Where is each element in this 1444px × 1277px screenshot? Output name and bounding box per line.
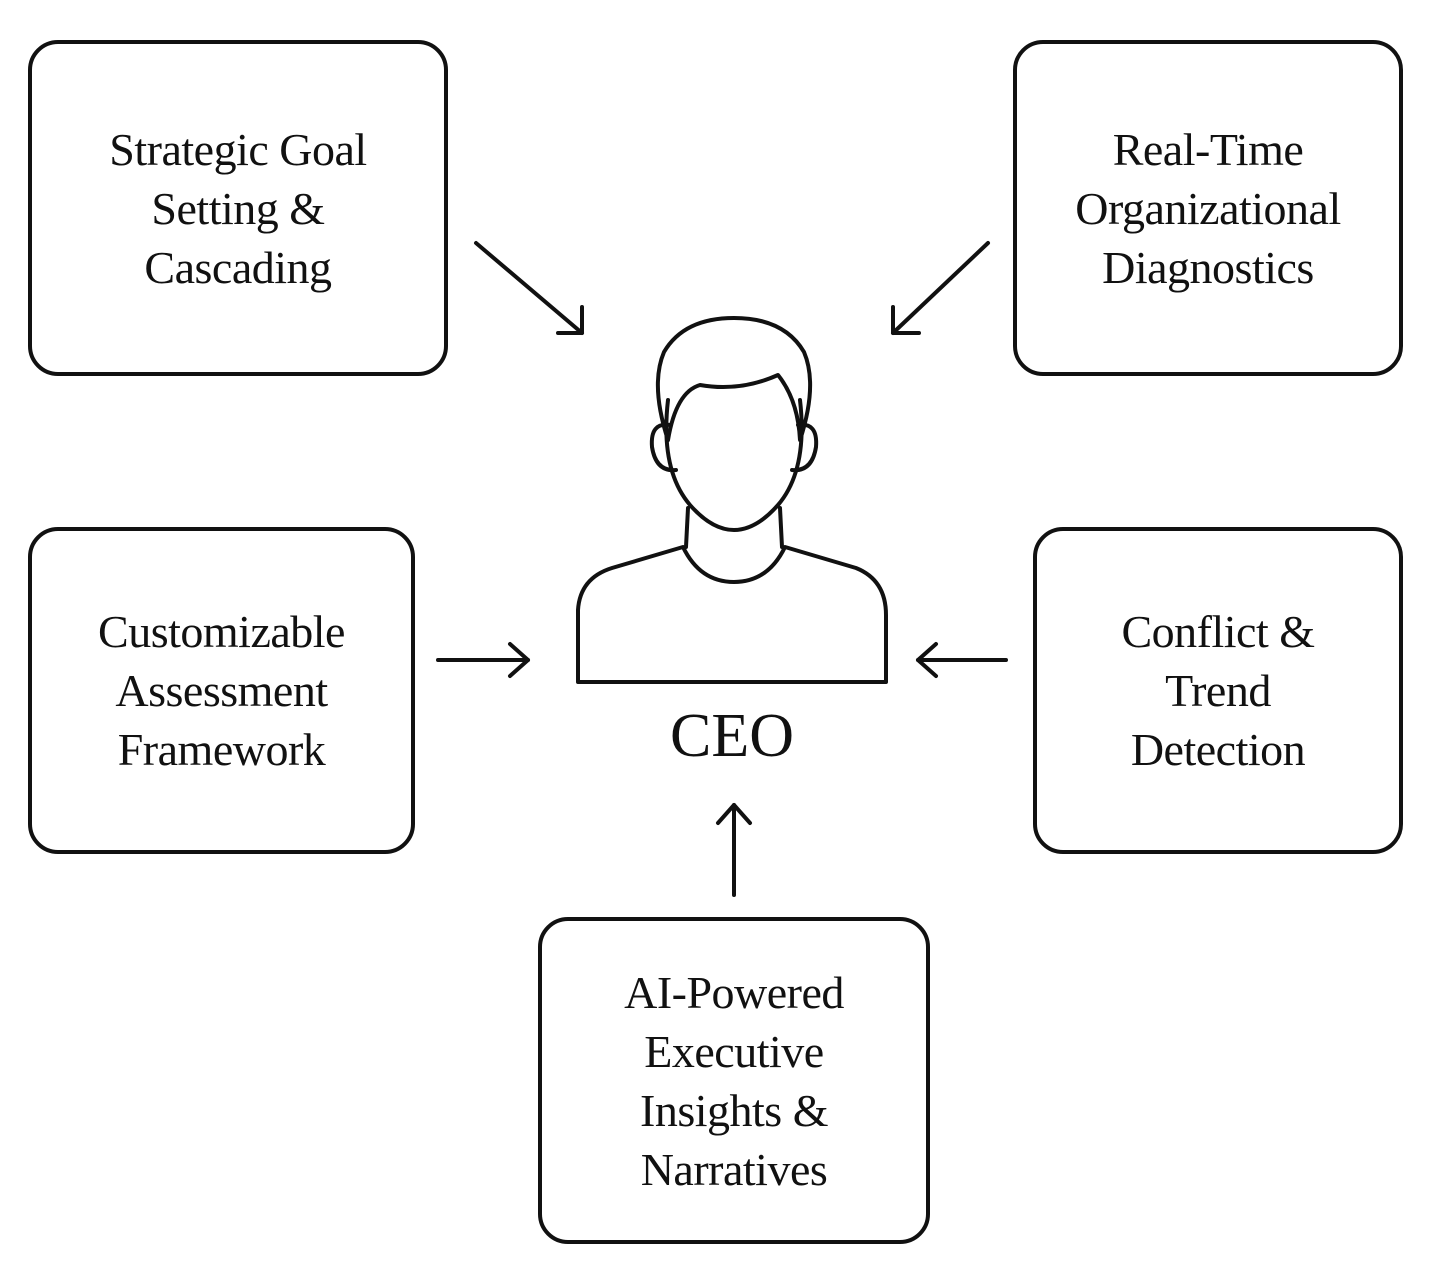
person-left-ear [649,422,678,473]
box-strategic-goal-setting: Strategic Goal Setting & Cascading [28,40,448,376]
box-line: Diagnostics [1102,241,1314,293]
box-ai-powered-insights: AI-Powered Executive Insights & Narrativ… [538,917,930,1244]
box-customizable-assessment: Customizable Assessment Framework [28,527,415,854]
arrow-diagnostics-to-ceo [891,241,990,335]
box-line: Framework [117,724,326,775]
box-line: AI-Powered [624,966,844,1018]
box-line: Executive [644,1025,824,1077]
box-line: Trend [1165,665,1271,716]
ceo-label: CEO [670,702,794,770]
person-icon [576,316,888,684]
person-neck [684,506,784,549]
box-text: AI-Powered Executive Insights & Narrativ… [624,963,844,1199]
arrow-conflict-to-ceo [916,642,1008,678]
arrow-assessment-to-ceo [436,642,530,678]
box-text: Customizable Assessment Framework [98,602,345,779]
person-right-ear [790,422,819,473]
box-line: Real-Time [1112,123,1304,175]
box-line: Insights & [640,1084,828,1136]
box-line: Organizational [1075,182,1341,234]
box-line: Strategic Goal [109,123,367,175]
box-line: Conflict & [1121,606,1315,657]
box-text: Conflict & Trend Detection [1121,602,1315,779]
box-line: Assessment [115,665,328,716]
arrow-goal-to-ceo [474,241,584,335]
box-line: Setting & [151,182,325,234]
box-line: Detection [1130,724,1306,775]
box-conflict-trend-detection: Conflict & Trend Detection [1033,527,1403,854]
box-line: Cascading [144,241,332,293]
box-line: Customizable [98,606,345,657]
person-hair [655,316,813,442]
box-text: Strategic Goal Setting & Cascading [109,120,367,297]
box-line: Narratives [640,1143,828,1195]
box-real-time-diagnostics: Real-Time Organizational Diagnostics [1013,40,1403,376]
box-text: Real-Time Organizational Diagnostics [1075,120,1341,297]
person-torso [576,545,888,684]
arrow-insights-to-ceo [716,803,752,897]
